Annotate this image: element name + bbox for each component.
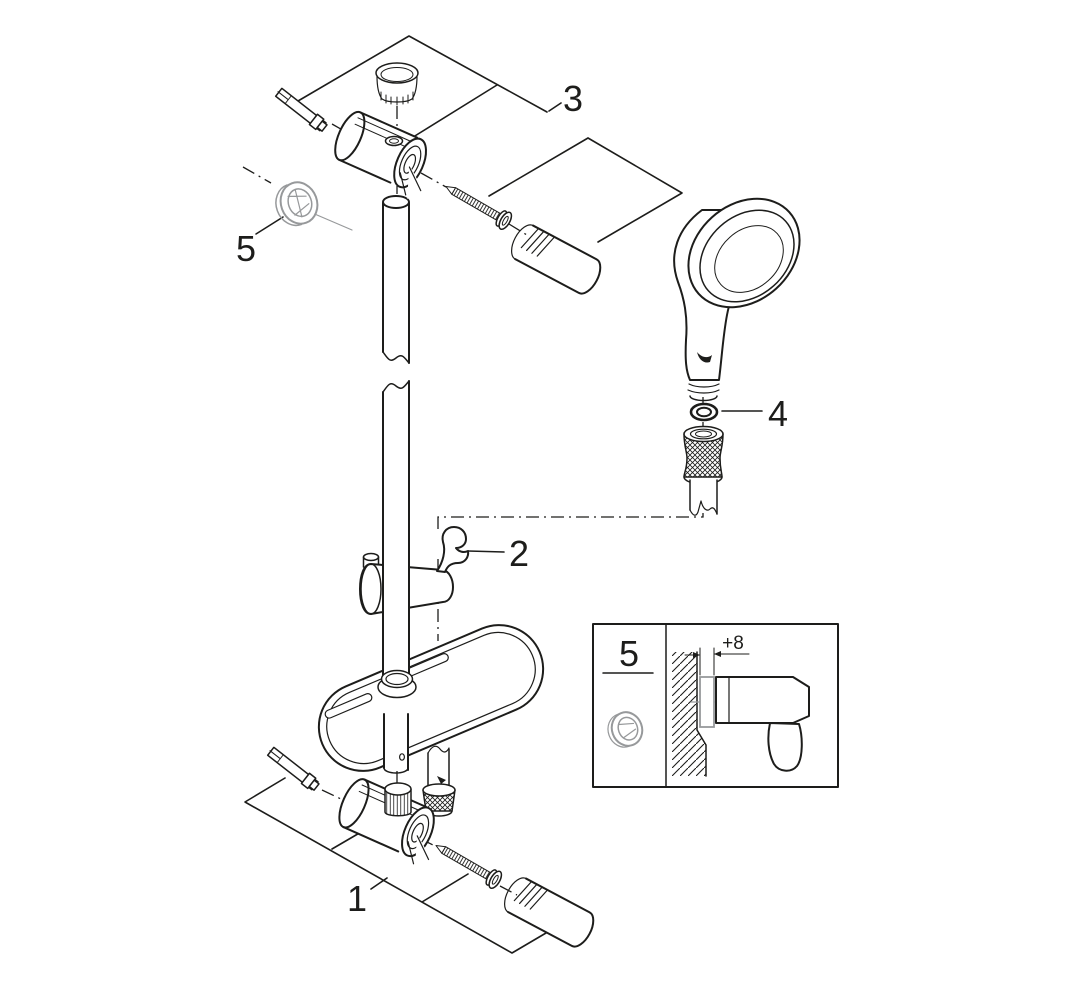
bottom-bracket-cover [504, 877, 595, 948]
spacer-ring [275, 181, 319, 227]
spray-face [687, 197, 801, 309]
top-wall-anchor [274, 87, 328, 132]
tray-slot [324, 693, 373, 719]
shower-rail-upper [382, 195, 410, 364]
shower-holder-fork [436, 526, 470, 573]
inset-wall-section [672, 651, 707, 777]
bottom-wall-bracket [338, 778, 435, 868]
top-bracket-cover [511, 224, 602, 295]
callout-2: 2 [467, 533, 529, 574]
callout-5: 5 [236, 216, 284, 269]
inset-dimension: +8 [684, 633, 750, 676]
inset-bracket-side [715, 676, 810, 772]
glide-knob [362, 552, 380, 562]
shower-rail-middle [382, 380, 410, 685]
callout-4-label: 4 [768, 393, 788, 434]
top-wall-bracket [334, 110, 428, 199]
inset-dimension-label: +8 [722, 633, 744, 654]
bottom-mounting-screw [435, 845, 503, 890]
callout-3: 3 [297, 35, 683, 243]
hose-nut-upper [683, 425, 724, 516]
callout-3-label: 3 [563, 78, 583, 119]
callout-1: 1 [244, 777, 547, 954]
hose-end-lower [422, 745, 456, 817]
inset-detail-box: 5 +8 [592, 623, 839, 788]
top-rail-cap [375, 62, 419, 106]
callout-1-label: 1 [347, 878, 367, 919]
hand-shower [673, 197, 801, 402]
top-mounting-screw [445, 186, 513, 231]
shower-rail-lower [383, 713, 409, 774]
glide-element [359, 526, 470, 615]
callout-2-label: 2 [509, 533, 529, 574]
bottom-locking-knob [384, 782, 412, 817]
inset-spacer-ring [607, 711, 644, 748]
hose-washer [689, 402, 719, 422]
tray-collar [377, 669, 417, 699]
inset-spacer-side [699, 676, 715, 728]
bottom-wall-anchor [266, 746, 320, 791]
inset-part-label: 5 [619, 633, 639, 674]
inset-border [592, 623, 839, 788]
top-bracket-cap-hole [384, 135, 404, 147]
soap-tray [317, 624, 545, 772]
spray-nozzles [714, 225, 784, 293]
callout-5-label: 5 [236, 228, 256, 269]
callout-4: 4 [721, 393, 788, 434]
